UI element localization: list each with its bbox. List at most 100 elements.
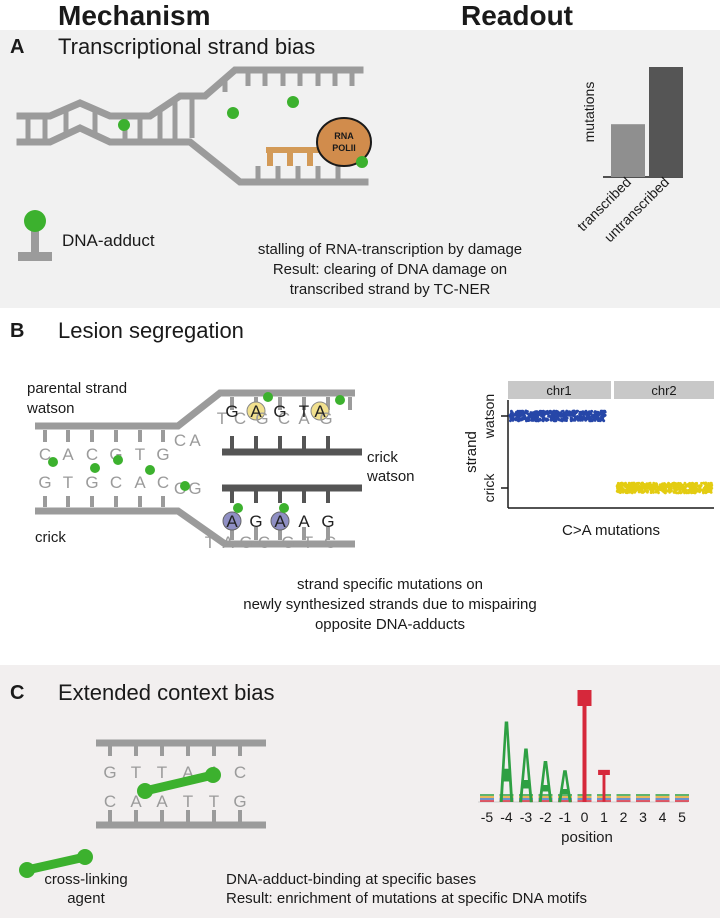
panel-c-letter: C <box>10 682 25 704</box>
mutation-point <box>560 418 563 421</box>
mutation-point <box>691 488 695 492</box>
logo-tick-label: -5 <box>481 809 494 825</box>
logo-minor-mark <box>519 800 533 802</box>
panel-a-caption-line-1: stalling of RNA-transcription by damage <box>257 241 523 258</box>
mutation-point <box>676 491 680 495</box>
adduct-icon <box>335 395 345 405</box>
mutation-point <box>619 488 623 492</box>
mutation-point <box>526 410 529 413</box>
panel-b-caption-line-3: opposite DNA-adducts <box>314 616 466 633</box>
mutation-point <box>576 418 580 422</box>
mutation-point <box>633 485 636 488</box>
bar-untranscribed <box>649 67 683 177</box>
base-letter: T <box>205 533 215 552</box>
mutation-point <box>674 485 678 488</box>
mutation-point <box>635 484 639 488</box>
logo-minor-mark <box>499 800 514 802</box>
base-letter: G <box>321 512 334 531</box>
adduct-icon <box>279 503 289 513</box>
series-chr2-crick <box>615 481 714 495</box>
mutation-point <box>636 487 640 490</box>
logo-tick-label: 5 <box>678 809 686 825</box>
base-letter: T <box>299 402 309 421</box>
mutation-point <box>532 417 536 420</box>
parental-crick-label: crick <box>35 529 66 546</box>
logo-minor-mark <box>655 796 670 798</box>
mutation-point <box>627 490 630 494</box>
mutation-point <box>564 411 567 415</box>
mutation-point <box>617 484 620 488</box>
base-letter: G <box>273 402 286 421</box>
panel-a-title: Transcriptional strand bias <box>58 34 316 59</box>
base-letter: A <box>274 512 286 531</box>
panel-c-caption-line-2: Result: enrichment of mutations at speci… <box>226 890 587 907</box>
base-letter: G <box>255 409 268 428</box>
mutation-point <box>557 418 561 422</box>
logo-minor-mark <box>655 800 670 802</box>
adduct-icon <box>145 465 155 475</box>
mutation-point <box>659 488 663 492</box>
mutation-point <box>514 418 518 422</box>
chart-b-ylabel: strand <box>463 431 480 473</box>
mutation-point <box>589 412 593 416</box>
mutation-point <box>619 482 623 485</box>
base-letter: G <box>38 473 51 492</box>
mutation-point <box>653 485 656 488</box>
logo-tick-label: 3 <box>639 809 647 825</box>
mutation-point <box>646 489 649 493</box>
panel-a-caption: stalling of RNA-transcription by damage … <box>200 240 580 300</box>
mutation-point <box>573 418 577 422</box>
mutation-point <box>594 414 597 418</box>
base-letter: C <box>104 792 116 811</box>
mutation-point <box>664 485 668 489</box>
base-letter: C <box>324 533 336 552</box>
mutation-point <box>643 483 646 486</box>
logo-tick-label: -1 <box>559 809 572 825</box>
mutation-point <box>637 490 641 494</box>
mutation-point <box>673 487 677 491</box>
mutation-point <box>693 487 697 490</box>
base-letter: G <box>225 402 238 421</box>
mutation-point <box>653 482 656 486</box>
mutation-point <box>702 491 705 495</box>
mutation-point <box>665 489 669 493</box>
logo-minor-mark <box>616 798 631 800</box>
base-letter: T <box>131 763 141 782</box>
agent-label-1: cross-linking <box>44 871 127 888</box>
adduct-icon <box>233 503 243 513</box>
chart-b-ytick-crick: crick <box>481 473 497 503</box>
mutation-point <box>628 487 632 491</box>
logo-minor-mark <box>480 800 494 802</box>
mutation-point <box>668 487 671 491</box>
mutation-point <box>629 490 633 494</box>
mutation-point <box>565 417 568 421</box>
panel-a-caption-line-2: Result: clearing of DNA damage on <box>272 261 508 278</box>
mutation-point <box>662 482 666 485</box>
facet-label-chr1: chr1 <box>546 383 571 398</box>
logo-tick-label: -3 <box>520 809 533 825</box>
logo-minor-mark <box>597 794 611 796</box>
mutation-point <box>653 487 657 491</box>
mutation-point <box>660 486 664 489</box>
new-crick-label: crick <box>367 449 398 466</box>
logo-minor-mark <box>538 794 553 796</box>
crosslink-icon <box>137 767 221 799</box>
base-letter: C <box>234 763 246 782</box>
mutation-point <box>657 491 660 495</box>
mutation-point <box>680 485 684 489</box>
mutation-point <box>687 491 691 495</box>
mutation-point <box>640 483 644 487</box>
base-letter: G <box>239 533 252 552</box>
dna-adduct-legend-icon <box>18 210 52 261</box>
base-letter: C <box>258 533 270 552</box>
mutation-point <box>593 416 596 420</box>
mutation-point <box>708 490 712 493</box>
logo-minor-mark <box>499 798 514 800</box>
logo-minor-mark <box>636 796 650 798</box>
adduct-icon <box>263 392 273 402</box>
mutation-point <box>570 419 574 422</box>
base-letter: G <box>156 445 169 464</box>
adduct-icon <box>90 463 100 473</box>
